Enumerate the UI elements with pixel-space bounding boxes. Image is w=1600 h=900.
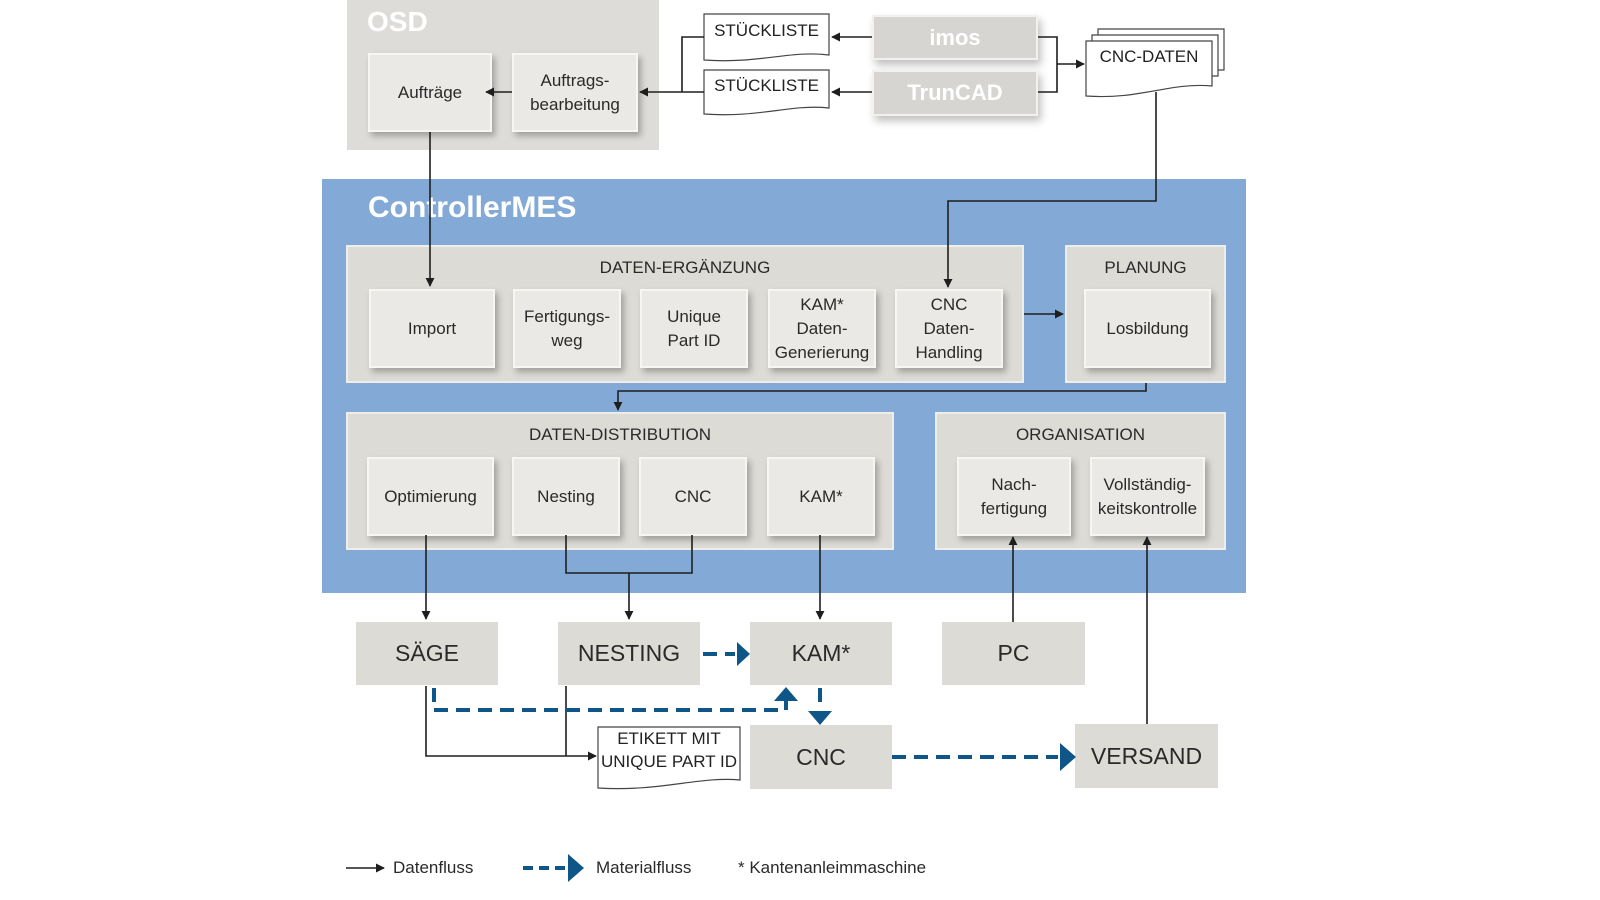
kam-machine-label: KAM* <box>791 640 851 666</box>
vollstaendigkeitskontrolle-box[interactable]: Vollständig- keitskontrolle <box>1090 457 1205 536</box>
auftraege-label: Aufträge <box>397 82 463 102</box>
legend-materialfluss: Materialfluss <box>596 858 692 877</box>
vollstaendigkeitskontrolle-label-1: Vollständig- <box>1103 474 1192 494</box>
cnc-dist-box[interactable]: CNC <box>639 457 747 536</box>
nesting-machine-label: NESTING <box>577 640 681 666</box>
stueckliste-label-2: STÜCKLISTE <box>714 76 819 95</box>
daten-ergaenzung-group: DATEN-ERGÄNZUNG Import Fertigungs- weg U… <box>346 245 1024 383</box>
kam-dist-box[interactable]: KAM* <box>767 457 875 536</box>
nachfertigung-label-2: fertigung <box>980 498 1048 518</box>
optimierung-label: Optimierung <box>384 486 477 506</box>
imos-label: imos <box>929 24 981 50</box>
cnc-daten-handling-box[interactable]: CNC Daten- Handling <box>895 289 1003 368</box>
legend-datenfluss: Datenfluss <box>393 858 474 877</box>
versand-box[interactable]: VERSAND <box>1075 724 1218 788</box>
osd-panel: OSD Aufträge Auftrags- bearbeitung <box>347 0 659 150</box>
legend-materialfluss-arrowhead <box>568 854 584 882</box>
organisation-group: ORGANISATION Nach- fertigung Vollständig… <box>935 412 1226 550</box>
planung-title: PLANUNG <box>1104 258 1187 277</box>
material-arrowhead-cnc <box>808 711 832 725</box>
losbildung-box[interactable]: Losbildung <box>1084 289 1211 368</box>
import-box[interactable]: Import <box>369 289 495 368</box>
auftraege-box[interactable]: Aufträge <box>368 53 492 132</box>
arrow-sources-cnc-daten <box>1038 36 1084 93</box>
saege-box[interactable]: SÄGE <box>356 622 498 685</box>
auftragsbearbeitung-label-2: bearbeitung <box>530 94 620 114</box>
fertigungsweg-box[interactable]: Fertigungs- weg <box>513 289 621 368</box>
material-arrowhead-kam-up <box>774 687 798 701</box>
unique-part-id-box[interactable]: Unique Part ID <box>640 289 748 368</box>
osd-title: OSD <box>367 6 428 37</box>
auftragsbearbeitung-box[interactable]: Auftrags- bearbeitung <box>512 53 638 132</box>
stueckliste-label-1: STÜCKLISTE <box>714 21 819 40</box>
material-arrowhead-versand <box>1060 743 1076 771</box>
imos-box[interactable]: imos <box>872 15 1038 60</box>
losbildung-label: Losbildung <box>1106 318 1189 338</box>
pc-label: PC <box>997 640 1030 666</box>
legend-footnote: * Kantenanleimmaschine <box>738 858 927 877</box>
arrow-nesting-cnc-nesting-machine <box>565 535 693 619</box>
cnc-daten-handling-label-3: Handling <box>915 342 983 362</box>
kam-daten-generierung-box[interactable]: KAM* Daten- Generierung <box>768 289 876 368</box>
nachfertigung-label-1: Nach- <box>991 474 1037 494</box>
kam-daten-generierung-label-1: KAM* <box>800 294 844 314</box>
auftragsbearbeitung-label-1: Auftrags- <box>540 70 610 90</box>
kam-dist-label: KAM* <box>799 486 843 506</box>
cnc-machine-box[interactable]: CNC <box>750 725 892 789</box>
arrow-stueckliste-auftragsbearbeitung <box>640 36 704 92</box>
organisation-title: ORGANISATION <box>1015 425 1146 444</box>
etikett-label-2: UNIQUE PART ID <box>600 752 738 771</box>
stueckliste-doc-2[interactable] <box>703 69 830 116</box>
versand-label: VERSAND <box>1090 742 1203 769</box>
cnc-daten-handling-label-1: CNC <box>930 294 968 314</box>
nesting-machine-box[interactable]: NESTING <box>558 622 700 685</box>
optimierung-box[interactable]: Optimierung <box>367 457 494 536</box>
truncad-label: TrunCAD <box>907 80 1003 105</box>
truncad-box[interactable]: TrunCAD <box>872 70 1038 116</box>
material-arrowhead-kam <box>737 642 750 666</box>
material-saege-kam <box>432 688 788 712</box>
cnc-daten-handling-label-2: Daten- <box>923 318 975 338</box>
controller-mes-panel: ControllerMES DATEN-ERGÄNZUNG Import Fer… <box>322 179 1246 593</box>
pc-box[interactable]: PC <box>942 622 1085 685</box>
cnc-daten-doc[interactable] <box>1085 28 1225 98</box>
import-label: Import <box>407 318 457 338</box>
nesting-dist-box[interactable]: Nesting <box>512 457 620 536</box>
etikett-doc[interactable] <box>597 726 741 790</box>
nachfertigung-box[interactable]: Nach- fertigung <box>957 457 1071 536</box>
cnc-daten-label: CNC-DATEN <box>1099 47 1199 66</box>
planung-group: PLANUNG Losbildung <box>1065 245 1226 383</box>
arrow-planung-distribution <box>613 383 1147 411</box>
fertigungsweg-label-2: weg <box>551 330 583 350</box>
kam-daten-generierung-label-3: Generierung <box>774 342 870 362</box>
vollstaendigkeitskontrolle-label-2: keitskontrolle <box>1097 498 1198 518</box>
unique-part-id-label-1: Unique <box>667 306 721 326</box>
daten-distribution-group: DATEN-DISTRIBUTION Optimierung Nesting C… <box>346 412 894 550</box>
fertigungsweg-label-1: Fertigungs- <box>524 306 610 326</box>
unique-part-id-label-2: Part ID <box>667 330 721 350</box>
arrow-saege-etikett <box>425 686 596 756</box>
daten-distribution-title: DATEN-DISTRIBUTION <box>529 425 711 444</box>
stueckliste-doc-1[interactable] <box>703 13 830 62</box>
saege-label: SÄGE <box>395 640 459 666</box>
etikett-label-1: ETIKETT MIT <box>617 729 721 748</box>
nesting-dist-label: Nesting <box>537 486 595 506</box>
arrow-cncdaten-handling <box>943 92 1157 288</box>
kam-daten-generierung-label-2: Daten- <box>796 318 848 338</box>
controller-mes-title: ControllerMES <box>368 191 577 224</box>
cnc-machine-label: CNC <box>796 743 846 770</box>
cnc-dist-label: CNC <box>674 486 712 506</box>
daten-ergaenzung-title: DATEN-ERGÄNZUNG <box>599 258 771 277</box>
kam-machine-box[interactable]: KAM* <box>750 622 892 685</box>
